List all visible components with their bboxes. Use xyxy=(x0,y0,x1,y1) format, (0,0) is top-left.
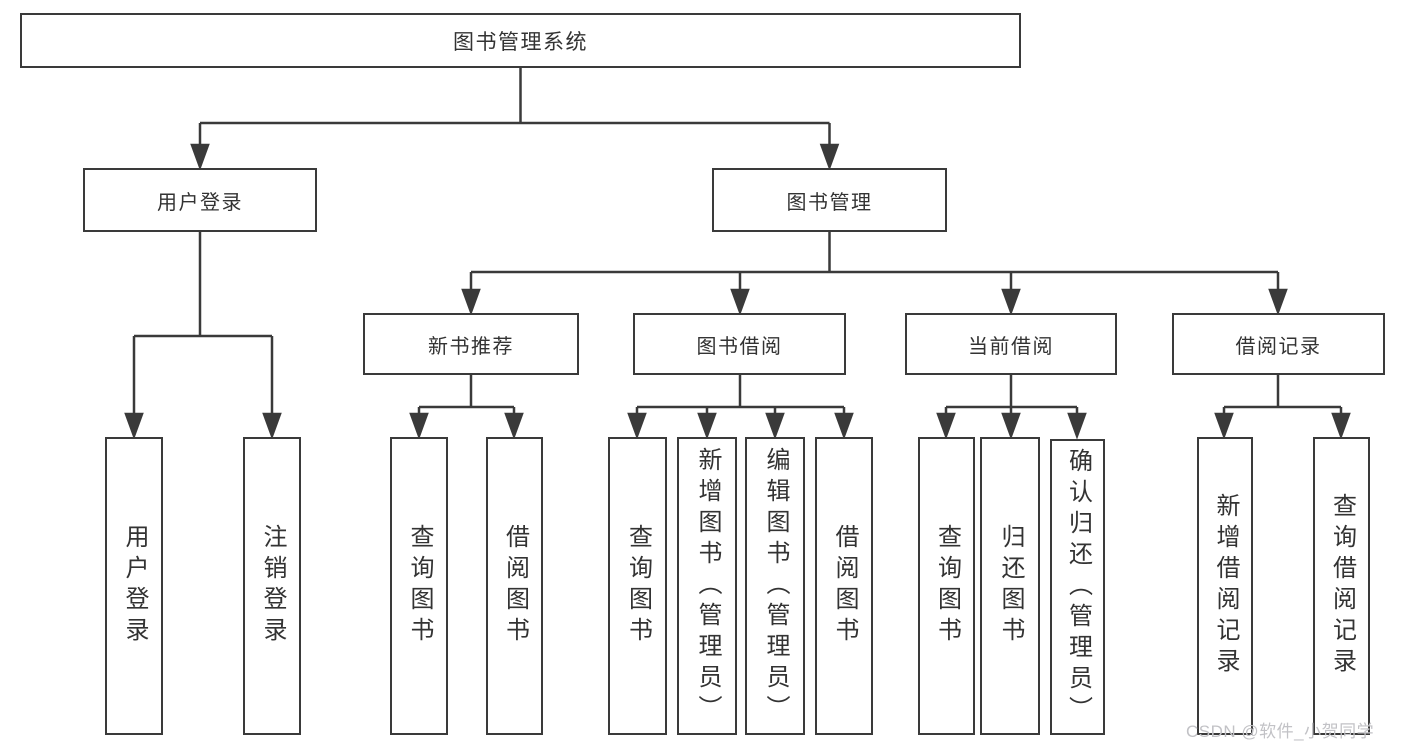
leaf-current-confirm-return-admin-label: 确认归还（管理员） xyxy=(1064,447,1092,727)
leaf-borrow-add-admin-label: 新增图书（管理员） xyxy=(694,446,721,726)
leaf-borrow-borrow-label: 借阅图书 xyxy=(831,524,858,648)
leaf-records-add: 新增借阅记录 xyxy=(1197,437,1253,735)
leaf-records-query-label: 查询借阅记录 xyxy=(1328,493,1356,679)
connector-current-borrow-children xyxy=(936,375,1087,440)
node-borrow-records-label: 借阅记录 xyxy=(1235,335,1322,358)
leaf-user-login-label: 用户登录 xyxy=(121,524,148,648)
leaf-current-query: 查询图书 xyxy=(918,437,975,735)
leaf-new-book-query: 查询图书 xyxy=(390,437,448,735)
node-book-management: 图书管理 xyxy=(712,168,947,232)
connector-new-book-children xyxy=(409,375,524,440)
node-user-login-label: 用户登录 xyxy=(157,191,243,214)
leaf-new-book-query-label: 查询图书 xyxy=(406,524,433,648)
leaf-borrow-query: 查询图书 xyxy=(608,437,667,735)
node-user-login: 用户登录 xyxy=(83,168,317,232)
leaf-logout-label: 注销登录 xyxy=(259,524,286,648)
leaf-current-return: 归还图书 xyxy=(980,437,1040,735)
node-new-book-recommend-label: 新书推荐 xyxy=(428,335,514,358)
leaf-new-book-borrow: 借阅图书 xyxy=(486,437,543,735)
connector-book-borrow-children xyxy=(627,375,854,440)
connector-borrow-records-children xyxy=(1214,375,1351,440)
node-book-borrow: 图书借阅 xyxy=(633,313,846,375)
leaf-current-query-label: 查询图书 xyxy=(933,524,961,648)
leaf-borrow-query-label: 查询图书 xyxy=(624,524,652,648)
leaf-borrow-edit-admin-label: 编辑图书（管理员） xyxy=(762,446,789,726)
leaf-user-login: 用户登录 xyxy=(105,437,163,735)
leaf-new-book-borrow-label: 借阅图书 xyxy=(501,524,529,648)
leaf-logout: 注销登录 xyxy=(243,437,301,735)
connector-book-management-children xyxy=(461,232,1288,316)
node-current-borrow-label: 当前借阅 xyxy=(968,335,1054,358)
leaf-current-return-label: 归还图书 xyxy=(997,524,1024,648)
csdn-watermark: CSDN @软件_小贺同学 xyxy=(1186,722,1375,741)
leaf-borrow-add-admin: 新增图书（管理员） xyxy=(677,437,737,735)
leaf-records-query: 查询借阅记录 xyxy=(1313,437,1370,735)
node-book-management-label: 图书管理 xyxy=(786,191,873,214)
leaf-records-add-label: 新增借阅记录 xyxy=(1212,493,1239,679)
connector-user-login-children xyxy=(124,232,282,440)
leaf-current-confirm-return-admin: 确认归还（管理员） xyxy=(1050,439,1105,735)
node-borrow-records: 借阅记录 xyxy=(1172,313,1385,375)
node-root: 图书管理系统 xyxy=(20,13,1021,68)
connector-root-to-level2 xyxy=(190,68,840,171)
leaf-borrow-edit-admin: 编辑图书（管理员） xyxy=(745,437,805,735)
node-current-borrow: 当前借阅 xyxy=(905,313,1117,375)
node-new-book-recommend: 新书推荐 xyxy=(363,313,579,375)
node-root-label: 图书管理系统 xyxy=(453,30,588,54)
leaf-borrow-borrow: 借阅图书 xyxy=(815,437,873,735)
node-book-borrow-label: 图书借阅 xyxy=(696,335,783,358)
